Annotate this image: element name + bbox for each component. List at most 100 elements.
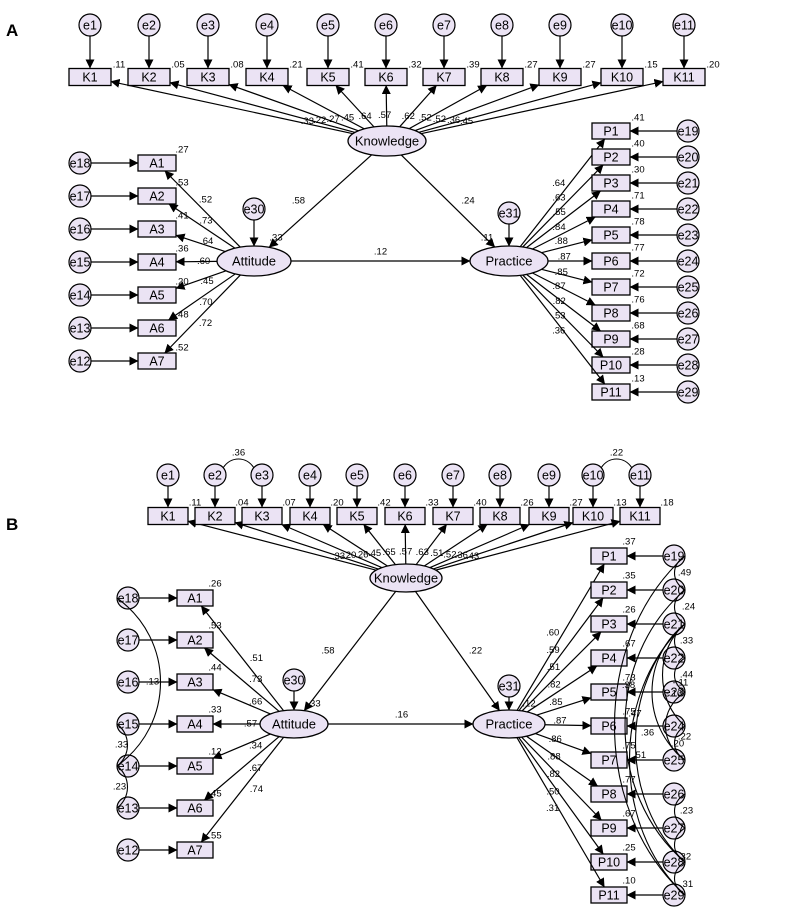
panel_b-r2-p9: .67	[622, 809, 635, 820]
panel_a-path-k-to-a	[268, 154, 373, 248]
panel_b-cov-e22-e23-label: .44	[680, 670, 693, 681]
panel_a-error-e30-label: e30	[244, 202, 265, 216]
panel_a-loading-a4: .60	[197, 256, 210, 267]
panel_b-item-k3-label: K3	[254, 509, 269, 523]
panel_a-r2-k11: .20	[706, 60, 719, 71]
panel_b-item-k3-box	[241, 506, 283, 526]
panel_b-error-a1-label: e18	[118, 591, 139, 605]
panel_b-error-a3-label: e16	[118, 675, 139, 689]
panel_b-error-p9-label: e27	[664, 821, 685, 835]
panel_a-item-a7-label: A7	[149, 354, 164, 368]
panel_b-item-k9-box	[528, 506, 570, 526]
panel_b-cov-e20-e28	[624, 589, 686, 863]
panel_a-item-a5-label: A5	[149, 288, 164, 302]
panel_a-path-k-to-p-label: .24	[461, 196, 474, 207]
panel_b-error-k7-label: e7	[446, 468, 460, 482]
panel_a-loading-arrow-a5	[175, 270, 227, 290]
panel_a-error-k6-label: e6	[379, 18, 393, 32]
panel_b-loading-arrow-a7	[200, 736, 285, 843]
panel_a-error-k7-circle	[432, 13, 456, 37]
panel_a-error-k8-label: e8	[495, 18, 509, 32]
panel_a-loading-arrow-p5	[541, 237, 593, 254]
panel_b-cov-e19-e29-label: .38	[622, 680, 635, 691]
panel_a-loading-arrow-p4	[532, 216, 596, 250]
panel_b-cov-e24-e25-label: .22	[678, 732, 691, 743]
panel_b-item-a3-label: A3	[187, 675, 202, 689]
panel_b-item-a7-label: A7	[187, 843, 202, 857]
panel_b-loading-p2: .59	[546, 645, 559, 656]
panel_a-loading-p8: .87	[552, 281, 565, 292]
panel_b-loading-arrow-k9	[429, 523, 530, 569]
panel_a-r2-k10: .15	[644, 60, 657, 71]
panel_b-item-a4-label: A4	[187, 717, 202, 731]
panel_b-error-k11-label: e11	[630, 468, 650, 482]
panel_a-r2-p9: .68	[631, 321, 644, 332]
panel_a-loading-k2: .22	[313, 115, 326, 126]
panel_b-error-k10-label: e10	[583, 468, 604, 482]
panel_b-item-a5-box	[176, 757, 214, 775]
panel_b-cov-e21-e25-label: -.16	[666, 689, 682, 700]
panel_a-error-p8-label: e26	[678, 306, 699, 320]
panel_a-loading-arrow-k3	[228, 83, 359, 132]
panel_b-cov-e14-e13	[116, 765, 129, 809]
panel_b-error-k5-circle	[345, 463, 369, 487]
panel_a-item-a5-box	[137, 286, 177, 304]
panel_a-error-k4-label: e4	[260, 18, 274, 32]
panel_a-loading-k6: .57	[378, 110, 391, 121]
panel_b-error-k6-circle	[393, 463, 417, 487]
panel_a-loading-k10: .36	[447, 115, 460, 126]
panel_b-error-k1-label: e1	[161, 468, 175, 482]
panel_a-latent-practice-label: Practice	[486, 253, 533, 268]
panel_a-loading-k8: .52	[419, 112, 432, 123]
panel_a-loading-arrow-k5	[335, 85, 375, 128]
panel_b-r2-k4: .20	[330, 498, 343, 509]
panel_a-error-k3-circle	[196, 13, 220, 37]
panel_a-item-p3-label: P3	[603, 176, 618, 190]
panel_a-r2-p6: .77	[631, 243, 644, 254]
panel_b-r2-a7: .55	[208, 831, 221, 842]
panel_a-error-p6-label: e24	[678, 254, 699, 268]
panel_a-loading-k5: .64	[358, 111, 371, 122]
panel_b-loading-arrow-a3	[212, 688, 271, 715]
panel_a-item-k7-label: K7	[436, 70, 451, 84]
panel_a-r2-p8: .76	[631, 295, 644, 306]
panel_b-cov-e19-e20-label: .49	[678, 568, 691, 579]
panel_b-loading-arrow-k1	[187, 519, 377, 571]
panel_a-loading-arrow-k2	[169, 80, 356, 133]
panel_a-error-k6-circle	[374, 13, 398, 37]
panel_a-r2-a7: .52	[175, 343, 188, 354]
panel-b-model: e1K1.11.33e2K2.04.20e3K3.07.26e4K4.20.45…	[113, 448, 695, 907]
panel_b-error-p11-label: e29	[664, 888, 685, 902]
panel_b-item-p4-label: P4	[601, 651, 616, 665]
panel_a-loading-a6: .70	[199, 297, 212, 308]
panel_b-loading-arrow-p3	[521, 631, 602, 712]
panel_a-error-p2-label: e20	[678, 150, 699, 164]
panel_a-r2-k9: .27	[582, 60, 595, 71]
panel_a-error-p1-label: e19	[678, 124, 699, 138]
panel_b-r2-attitude: .33	[307, 699, 320, 710]
panel_b-loading-arrow-k7	[415, 524, 448, 565]
panel_b-item-k11-box	[619, 506, 661, 526]
panel_b-cov-e21-e22-label: .33	[680, 636, 693, 647]
panel_b-latent-practice-label: Practice	[486, 716, 533, 731]
panel_a-item-p11-label: P11	[600, 385, 621, 399]
panel_a-loading-p3: .55	[553, 207, 566, 218]
panel_b-r2-p6: .75	[622, 707, 635, 718]
panel_b-item-k4-box	[289, 506, 331, 526]
panel_a-loading-arrow-k8	[408, 84, 488, 130]
panel_b-loading-k4: .45	[368, 548, 381, 559]
panel_a-latent-knowledge-ellipse	[347, 125, 427, 157]
panel_a-error-k4-circle	[255, 13, 279, 37]
panel_b-item-p11-label: P11	[598, 888, 619, 902]
panel_a-error-p9-label: e27	[678, 332, 699, 346]
panel_a-r2-p7: .72	[631, 269, 644, 280]
panel_b-r2-k5: .42	[377, 498, 390, 509]
panel_a-loading-p6: .87	[558, 252, 571, 263]
panel_a-error-k9-label: e9	[553, 18, 567, 32]
panel_a-r2-a6: .48	[175, 310, 188, 321]
panel_b-loading-arrow-p8	[526, 735, 598, 787]
panel_b-cov-e15-e14-label: .33	[115, 740, 128, 751]
panel_a-item-p7-label: P7	[603, 280, 618, 294]
panel_a-loading-p5: .88	[555, 236, 568, 247]
panel_a-item-p9-label: P9	[603, 332, 618, 346]
